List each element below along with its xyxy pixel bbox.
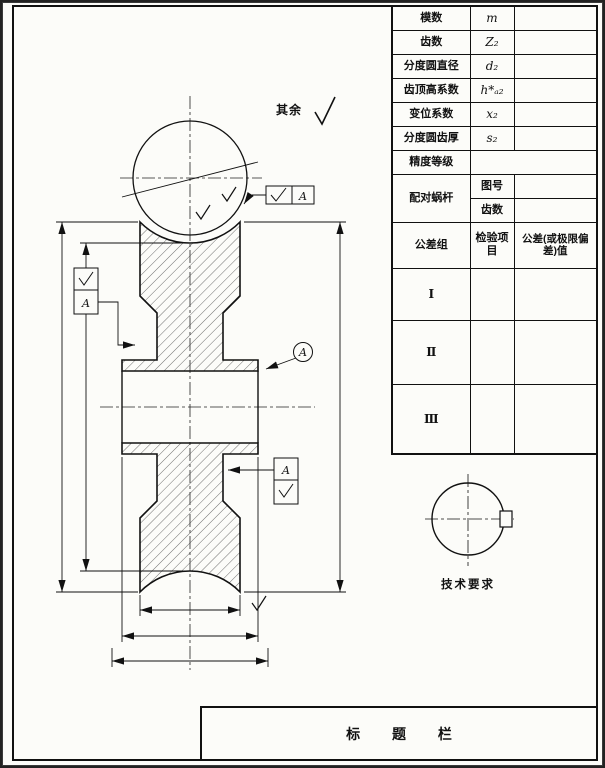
param-value (513, 101, 598, 127)
param-symbol: h*ₐ₂ (469, 77, 515, 103)
title-block-label: 标 题 栏 (346, 725, 466, 742)
tolerance-value-cell (513, 319, 598, 385)
dim-hub-length (121, 457, 259, 642)
mating-worm-teeth-value (513, 197, 598, 223)
keyway-notch (499, 510, 513, 528)
table-row: Ⅲ (391, 383, 598, 455)
inspection-item-cell (469, 267, 515, 321)
surface-note-roughness-icon (314, 96, 336, 126)
datum-letter: A (298, 190, 307, 203)
param-symbol: m (469, 5, 515, 31)
param-value (513, 53, 598, 79)
title-block: 标 题 栏 (200, 706, 598, 761)
param-label: 模数 (391, 5, 471, 31)
flag-left: A (73, 267, 135, 349)
roughness-icon (251, 595, 267, 612)
table-row: 齿数 (392, 197, 598, 223)
mating-worm-label: 配对蜗杆 (391, 173, 471, 223)
param-value (513, 5, 598, 31)
datum-circle-a: A (265, 342, 313, 370)
table-row: 变位系数 x₂ (391, 101, 598, 127)
inspection-item-cell (469, 383, 515, 455)
flag-leader (265, 357, 297, 370)
table-row: 精度等级 (391, 149, 598, 175)
inspection-item-cell (469, 319, 515, 385)
gear-blank-end-view (425, 474, 514, 566)
table-row: 分度圆直径 d₂ (391, 53, 598, 79)
roughness-icon (221, 186, 237, 203)
flag-leader (243, 192, 266, 205)
gear-section-upper (121, 220, 259, 372)
tech-requirements-label: 技术要求 (441, 579, 495, 591)
tolerance-value-header: 公差(或极限偏差)值 (513, 221, 598, 269)
tolerance-value-cell (513, 267, 598, 321)
mating-worm-drawing-no-value (513, 173, 598, 199)
accuracy-grade-value (469, 149, 598, 175)
dim-overall-width (111, 648, 269, 667)
table-row: 分度圆齿厚 s₂ (391, 125, 598, 151)
param-symbol: s₂ (469, 125, 515, 151)
table-row: 配对蜗杆 图号 (391, 173, 598, 223)
worm-lead-line (121, 161, 259, 198)
table-row: 齿顶高系数 h*ₐ₂ (391, 77, 598, 103)
datum-letter: A (298, 346, 307, 359)
tolerance-group-header: 公差组 (391, 221, 471, 269)
dim-rim-width (139, 595, 241, 616)
table-row: 齿数 Z₂ (391, 29, 598, 55)
table-row: 模数 m (391, 5, 598, 31)
worm-circle (132, 120, 248, 236)
flag-right-mid: A (228, 457, 299, 505)
param-label: 分度圆齿厚 (391, 125, 471, 151)
dim-outer-diameter-right (244, 221, 346, 593)
roughness-icon (270, 187, 287, 202)
param-value (513, 29, 598, 55)
param-label: 变位系数 (391, 101, 471, 127)
tolerance-group-numeral: Ⅲ (391, 383, 471, 455)
param-label: 齿数 (391, 29, 471, 55)
param-symbol: Z₂ (469, 29, 515, 55)
param-symbol: d₂ (469, 53, 515, 79)
worm-outline (121, 120, 259, 236)
flag-leader (98, 301, 135, 349)
table-row: 公差组 检验项目 公差(或极限偏差)值 (391, 221, 598, 269)
table-row: Ⅱ (391, 319, 598, 385)
table-row: Ⅰ (391, 267, 598, 321)
param-value (513, 77, 598, 103)
param-label: 齿顶高系数 (391, 77, 471, 103)
gear-section (121, 220, 259, 594)
parameter-table: 模数 m 齿数 Z₂ 分度圆直径 d₂ 齿顶高系数 h*ₐ₂ 变位系数 x₂ 分… (391, 5, 598, 455)
surface-finish-marks (195, 96, 336, 612)
centerlines (100, 96, 315, 670)
datum-letter: A (81, 297, 90, 310)
roughness-icon (78, 271, 94, 286)
gear-section-lower (121, 442, 259, 594)
surface-note-label: 其余 (276, 103, 303, 117)
roughness-icon (195, 204, 211, 221)
accuracy-grade-label: 精度等级 (391, 149, 471, 175)
param-symbol: x₂ (469, 101, 515, 127)
param-value (513, 125, 598, 151)
param-label: 分度圆直径 (391, 53, 471, 79)
dim-outer-diameter-left (56, 221, 138, 593)
flag-top-right: A (243, 185, 315, 205)
mating-worm-teeth-label: 齿数 (469, 197, 515, 223)
tolerance-group-numeral: Ⅱ (391, 319, 471, 385)
roughness-icon (278, 483, 294, 498)
tolerance-group-numeral: Ⅰ (391, 267, 471, 321)
tolerance-value-cell (513, 383, 598, 455)
inspection-item-header: 检验项目 (469, 221, 515, 269)
datum-flags: A A A A (73, 185, 315, 505)
dimension-lines (56, 221, 346, 667)
mating-worm-drawing-no-label: 图号 (469, 173, 515, 199)
datum-letter: A (281, 464, 290, 477)
